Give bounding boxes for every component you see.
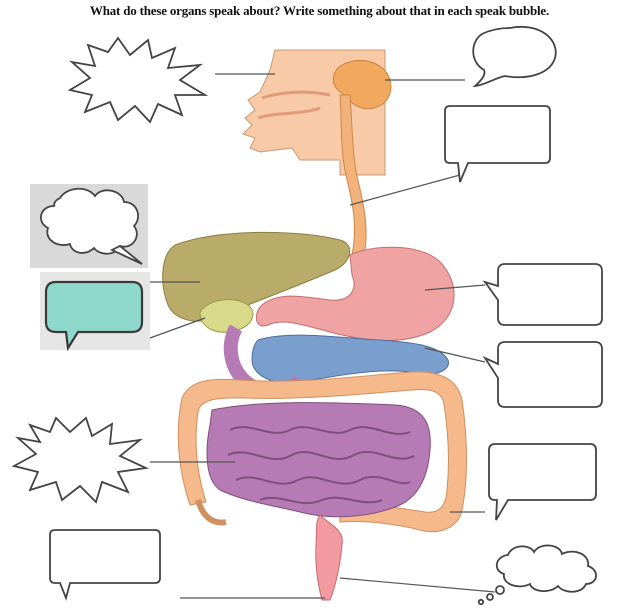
starburst-bubble[interactable] <box>70 38 205 122</box>
thought-cloud-bubble[interactable] <box>497 545 596 591</box>
round-speech-bubble[interactable] <box>473 27 556 86</box>
rect-speech-bubble[interactable] <box>485 264 602 325</box>
leader-line <box>350 175 460 205</box>
rect-speech-bubble[interactable] <box>445 106 550 182</box>
thought-dot <box>479 600 483 604</box>
thought-dot <box>487 594 493 600</box>
rect-speech-bubble[interactable] <box>50 530 160 598</box>
thought-dot <box>496 586 504 594</box>
starburst-bubble[interactable] <box>14 418 146 502</box>
rect-speech-bubble[interactable] <box>485 342 602 407</box>
leader-line <box>150 318 205 338</box>
rect-speech-bubble[interactable] <box>489 444 596 520</box>
leader-line <box>340 578 495 592</box>
leader-line <box>425 285 485 290</box>
leader-line <box>425 348 485 362</box>
